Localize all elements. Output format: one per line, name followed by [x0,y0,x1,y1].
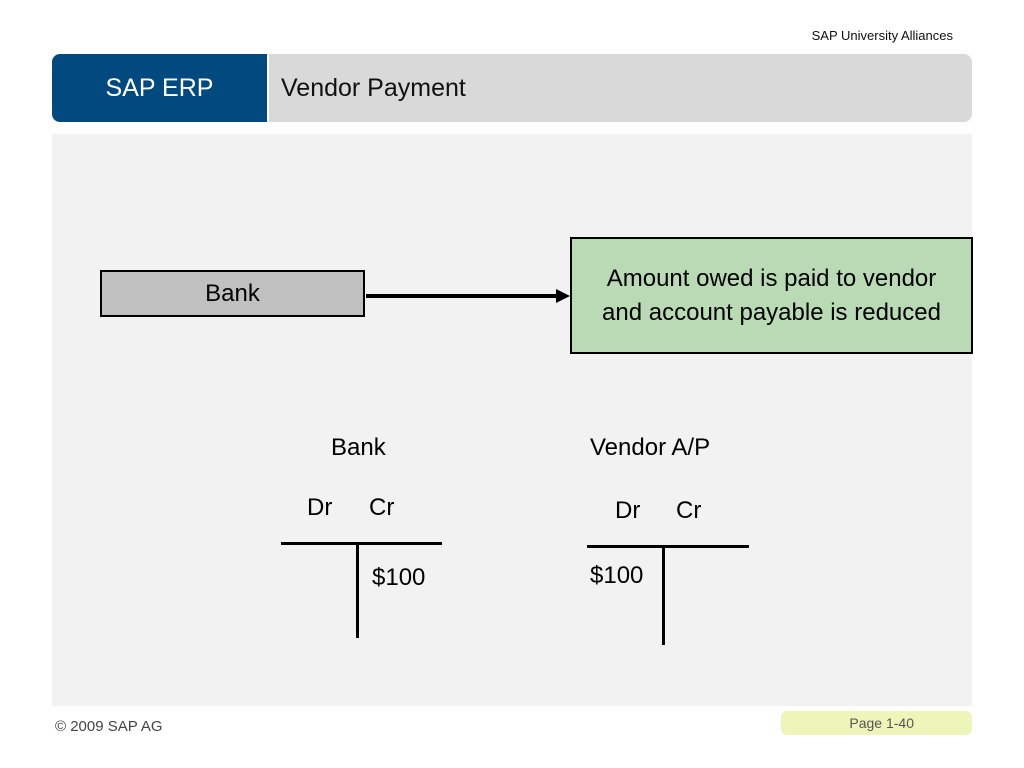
page-number-badge: Page 1-40 [781,711,972,735]
content-area [52,134,972,706]
organization-label: SAP University Alliances [811,28,953,43]
flow-arrow-line [366,294,558,298]
t-account-credit-amount: $100 [372,564,426,591]
t-account-debit-label: Dr [307,494,333,521]
bank-box-label: Bank [205,279,260,307]
product-badge: SAP ERP [52,54,269,122]
t-account-credit-label: Cr [369,494,395,521]
t-account-debit-label: Dr [615,497,641,524]
t-account-horizontal-line [587,545,749,548]
explanation-text: Amount owed is paid to vendor and accoun… [602,264,941,326]
title-bar: SAP ERP Vendor Payment [52,54,972,122]
t-account-vertical-line [662,547,665,645]
t-account-title-vendor-ap: Vendor A/P [590,434,711,461]
bank-box: Bank [100,270,365,317]
arrow-right-icon [556,289,570,303]
t-account-horizontal-line [281,542,442,545]
t-account-debit-amount: $100 [590,562,644,589]
product-label: SAP ERP [105,73,214,102]
page-number: Page 1-40 [849,715,914,731]
t-account-title-bank: Bank [331,434,386,461]
slide-title: Vendor Payment [281,74,466,102]
explanation-box: Amount owed is paid to vendor and accoun… [570,237,973,354]
t-account-credit-label: Cr [676,497,702,524]
copyright: © 2009 SAP AG [55,718,163,735]
t-account-vertical-line [356,544,359,638]
